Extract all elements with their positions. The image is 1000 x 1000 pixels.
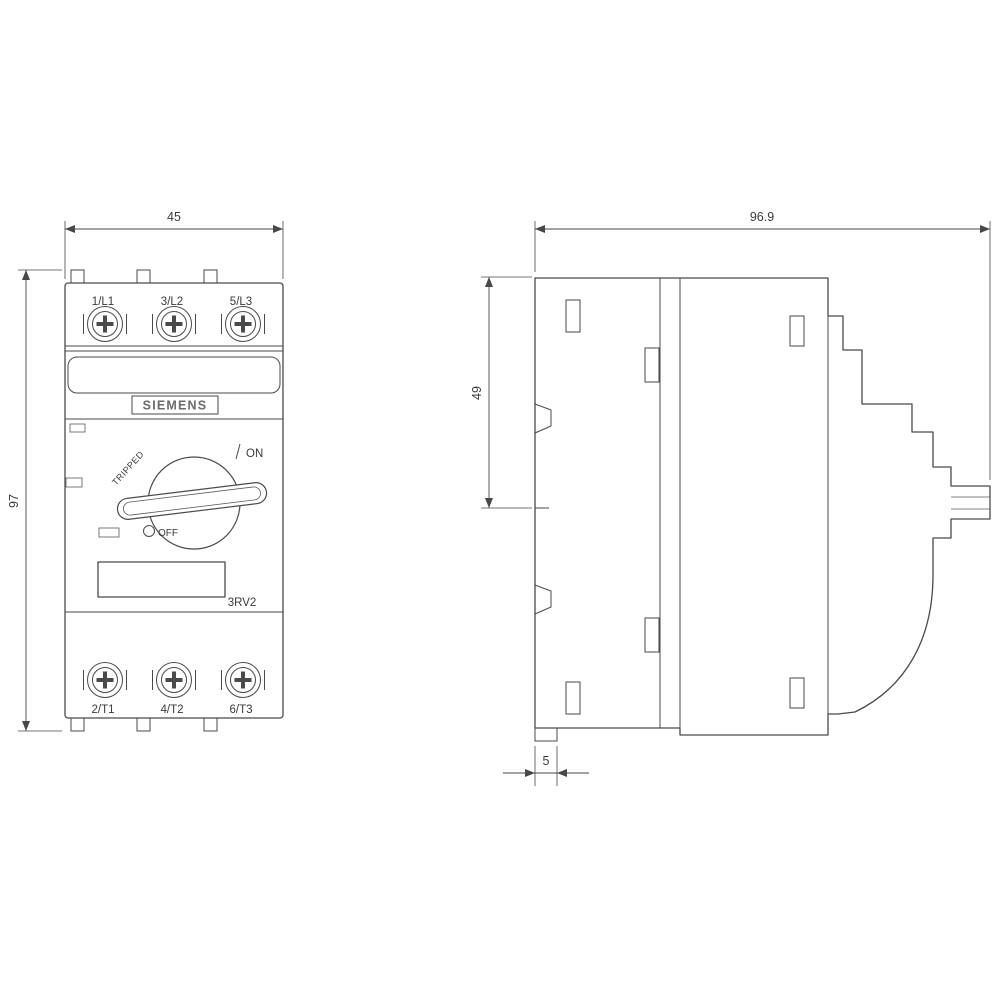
- top-tab: [70, 269, 85, 284]
- bottom-tab: [203, 717, 218, 732]
- dim-side-upper-height: 49: [470, 276, 532, 509]
- dim-front-width: 45: [64, 210, 284, 279]
- dim-side-depth-label: 96.9: [750, 210, 774, 224]
- dim-front-height-label: 97: [7, 494, 21, 508]
- brand-label: SIEMENS: [143, 399, 208, 413]
- top-tab: [203, 269, 218, 284]
- rotary-switch: TRIPPED ON OFF: [110, 443, 268, 550]
- vent-slot: [644, 347, 660, 383]
- vent-slot: [565, 299, 581, 333]
- dim-side-depth: 96.9: [534, 210, 991, 480]
- switch-label-on: ON: [246, 448, 263, 460]
- terminal-cover-band: [67, 356, 281, 394]
- bottom-tab: [70, 717, 85, 732]
- switch-label-tripped: TRIPPED: [110, 449, 146, 487]
- din-rail-notch-lower: [534, 584, 552, 615]
- off-position-mark: [143, 525, 155, 537]
- side-profile-outline: [534, 277, 991, 736]
- vent-slot: [644, 617, 660, 653]
- front-body-outline: [64, 282, 284, 719]
- terminal-screw-top-2: [152, 306, 196, 342]
- model-label: 3RV2: [228, 597, 257, 609]
- terminal-label-bottom-2: 4/T2: [160, 704, 183, 716]
- terminal-label-top-1: 1/L1: [92, 296, 114, 308]
- terminal-label-top-3: 5/L3: [230, 296, 252, 308]
- dim-front-width-label: 45: [167, 210, 181, 224]
- dim-side-upper-height-label: 49: [470, 386, 484, 400]
- rail-clip-foot: [534, 727, 558, 742]
- brand-plate: SIEMENS: [131, 395, 219, 415]
- terminal-screw-top-3: [221, 306, 265, 342]
- vent-slot: [789, 315, 805, 347]
- on-position-mark: [235, 443, 241, 460]
- front-view: 1/L1 3/L2 5/L3 SIEMENS: [64, 269, 284, 732]
- face-detail-rect: [69, 423, 86, 433]
- rotary-knob-handle-inner: [123, 486, 261, 516]
- terminal-screw-bottom-1: [83, 662, 127, 698]
- terminal-screw-top-1: [83, 306, 127, 342]
- terminal-screw-bottom-2: [152, 662, 196, 698]
- side-view: [534, 277, 991, 742]
- face-detail-rect: [65, 477, 83, 488]
- bottom-tab: [136, 717, 151, 732]
- terminal-label-bottom-3: 6/T3: [229, 704, 252, 716]
- din-rail-notch-upper: [534, 403, 552, 434]
- switch-label-off: OFF: [158, 528, 178, 539]
- label-window: [97, 561, 226, 598]
- face-detail-rect: [98, 527, 120, 538]
- dim-front-height: 97: [7, 269, 62, 732]
- terminal-label-top-2: 3/L2: [161, 296, 183, 308]
- terminal-label-bottom-1: 2/T1: [91, 704, 114, 716]
- terminal-screw-bottom-3: [221, 662, 265, 698]
- dim-side-offset-label: 5: [543, 754, 550, 768]
- vent-slot: [789, 677, 805, 709]
- top-tab: [136, 269, 151, 284]
- vent-slot: [565, 681, 581, 715]
- rotary-knob-handle: [116, 482, 268, 520]
- dim-side-offset: 5: [503, 746, 589, 786]
